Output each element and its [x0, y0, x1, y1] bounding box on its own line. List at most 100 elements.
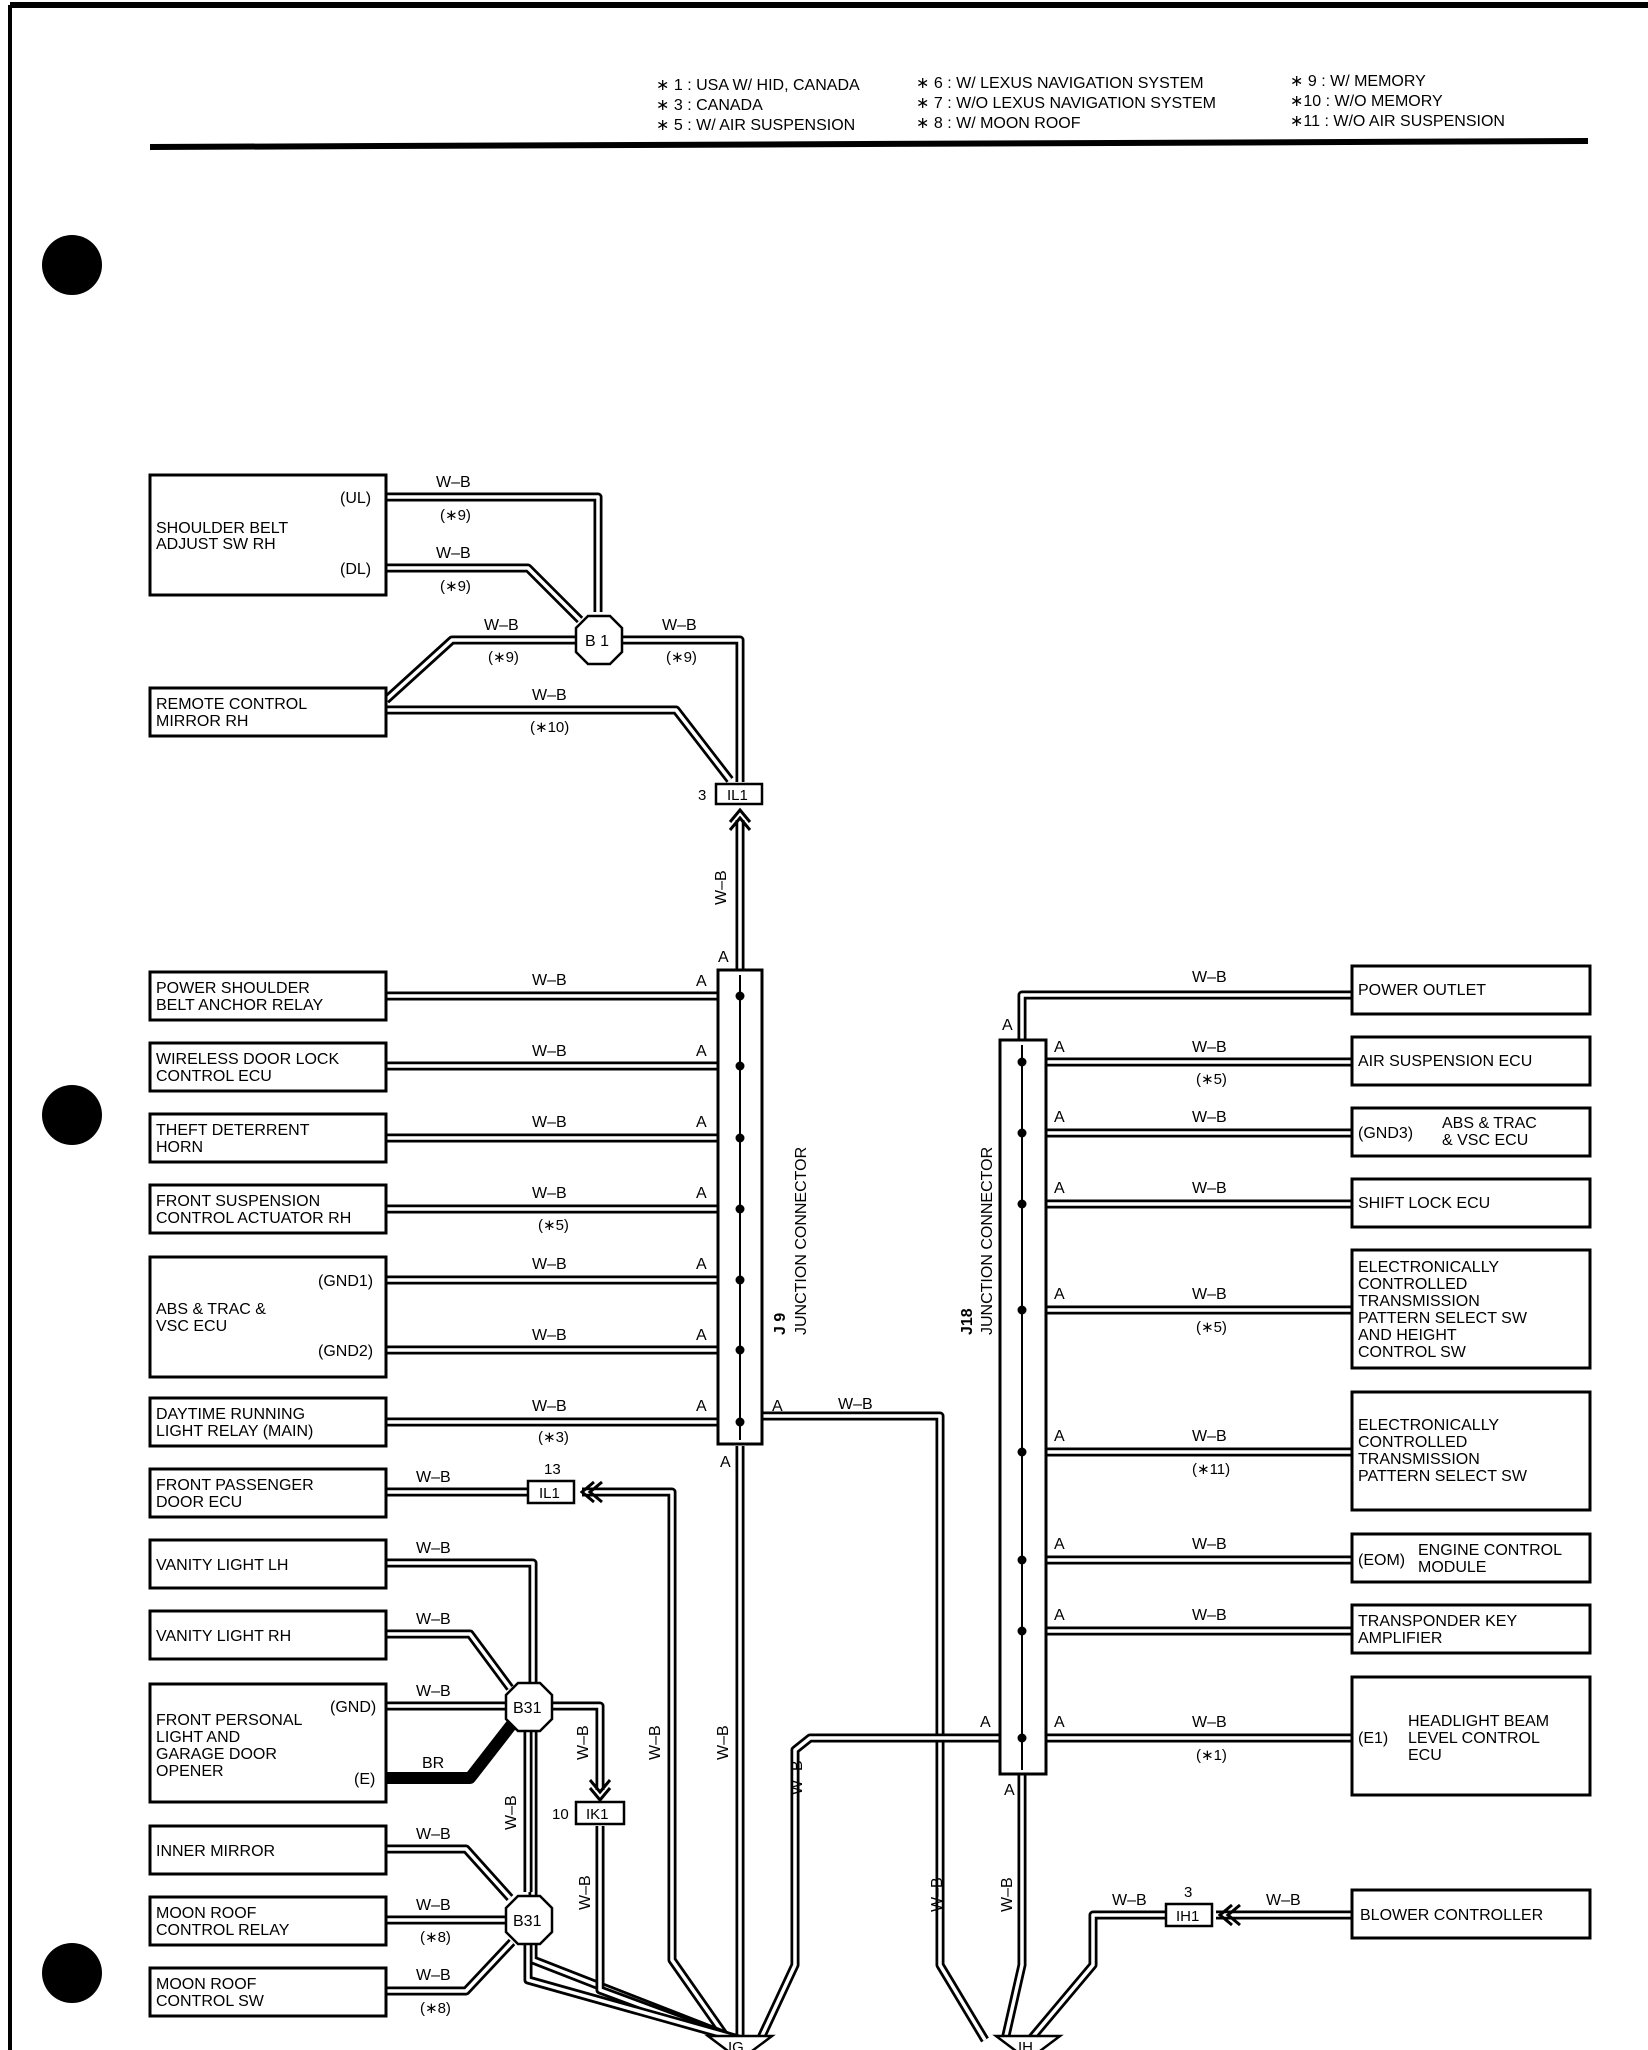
component-label: ECU	[1408, 1747, 1442, 1764]
component-label: DOOR ECU	[156, 1494, 242, 1511]
component-engine-control-module: (EOM) ENGINE CONTROL MODULE	[1350, 1532, 1592, 1584]
pin-label: (EOM)	[1358, 1552, 1405, 1569]
component-vanity-light-lh: VANITY LIGHT LH	[148, 1538, 388, 1590]
component-label: MOON ROOF	[156, 1976, 257, 1993]
condition-label: (∗11)	[1192, 1461, 1230, 1478]
component-abs-trac-vsc-ecu-right: (GND3) ABS & TRAC & VSC ECU	[1350, 1106, 1592, 1158]
wire-label: W–B	[929, 1877, 946, 1912]
wire-label: W–B	[532, 1114, 567, 1131]
component-label: CONTROL SW	[156, 1993, 265, 2010]
component-theft-deterrent-horn: THEFT DETERRENT HORN	[148, 1112, 388, 1164]
component-front-suspension-control-actuator-rh: FRONT SUSPENSION CONTROL ACTUATOR RH	[148, 1183, 388, 1235]
component-label: BELT ANCHOR RELAY	[156, 997, 323, 1014]
wire-label: W–B	[662, 617, 697, 634]
component-label: WIRELESS DOOR LOCK	[156, 1051, 339, 1068]
condition-label: (∗5)	[538, 1217, 569, 1234]
component-label: FRONT SUSPENSION	[156, 1193, 320, 1210]
wire-label: W–B	[1192, 1180, 1227, 1197]
j18-name: JUNCTION CONNECTOR	[979, 1147, 996, 1335]
wire-label: W–B	[999, 1877, 1016, 1912]
wire-label: W–B	[575, 1725, 592, 1760]
notes-legend: ∗ 1 : USA W/ HID, CANADA ∗ 3 : CANADA ∗ …	[656, 73, 1505, 134]
connector-il1-passenger: IL1 13	[526, 1461, 603, 1505]
wire-label: W–B	[789, 1760, 806, 1795]
condition-label: (∗10)	[530, 719, 569, 736]
j9-name: JUNCTION CONNECTOR	[793, 1147, 810, 1335]
wire-label: W–B	[1192, 1428, 1227, 1445]
component-label: MIRROR RH	[156, 713, 248, 730]
component-label: POWER OUTLET	[1358, 982, 1486, 999]
connector-pin: 3	[698, 787, 706, 804]
component-label: THEFT DETERRENT	[156, 1122, 310, 1139]
component-label: BLOWER CONTROLLER	[1360, 1907, 1543, 1924]
component-label: ELECTRONICALLY	[1358, 1259, 1499, 1276]
junction-connector-j9: J 9 JUNCTION CONNECTOR	[716, 968, 810, 1446]
wire-label: W–B	[713, 870, 730, 905]
wire-label: W–B	[532, 1043, 567, 1060]
terminal-a: A	[696, 1114, 707, 1131]
terminal-a: A	[1054, 1109, 1065, 1126]
wire-label: W–B	[1192, 1109, 1227, 1126]
connector-code: IH1	[1176, 1908, 1199, 1925]
terminal-a: A	[980, 1714, 991, 1731]
component-power-outlet: POWER OUTLET	[1350, 964, 1592, 1016]
component-label: ABS & TRAC	[1442, 1115, 1537, 1132]
condition-label: (∗3)	[538, 1429, 569, 1446]
component-label: VANITY LIGHT LH	[156, 1557, 288, 1574]
terminal-a: A	[696, 1185, 707, 1202]
condition-label: (∗9)	[440, 507, 471, 524]
component-shift-lock-ecu: SHIFT LOCK ECU	[1350, 1177, 1592, 1229]
component-label: AND HEIGHT	[1358, 1327, 1457, 1344]
wire-label: W–B	[416, 1897, 451, 1914]
j9-id: J 9	[772, 1313, 789, 1335]
component-remote-control-mirror-rh: REMOTE CONTROL MIRROR RH	[148, 686, 388, 738]
wire-label: W–B	[416, 1683, 451, 1700]
wire-label: W–B	[532, 1256, 567, 1273]
condition-label: (∗8)	[420, 1929, 451, 1946]
component-shoulder-belt-adjust-sw-rh: SHOULDER BELT ADJUST SW RH (UL) (DL)	[148, 473, 388, 597]
wire-label: W–B	[647, 1725, 664, 1760]
ground-ig-label: IG	[728, 2039, 744, 2050]
pin-label: (GND1)	[318, 1273, 373, 1290]
component-label: HEADLIGHT BEAM	[1408, 1713, 1549, 1730]
component-label: MODULE	[1418, 1559, 1486, 1576]
component-label: AMPLIFIER	[1358, 1630, 1442, 1647]
component-power-shoulder-belt-anchor-relay: POWER SHOULDER BELT ANCHOR RELAY	[148, 970, 388, 1022]
binder-hole-middle	[42, 1085, 102, 1145]
component-label: DAYTIME RUNNING	[156, 1406, 305, 1423]
binder-hole-top	[42, 235, 102, 295]
splice-b31-label: B31	[513, 1700, 542, 1717]
terminal-a: A	[1054, 1607, 1065, 1624]
component-label: & VSC ECU	[1442, 1132, 1528, 1149]
component-abs-trac-vsc-ecu-left: ABS & TRAC & VSC ECU (GND1) (GND2)	[148, 1255, 388, 1379]
wire-label: W–B	[1192, 1607, 1227, 1624]
wire-label: W–B	[532, 1185, 567, 1202]
binder-hole-bottom	[42, 1943, 102, 2003]
connector-code: IL1	[539, 1485, 560, 1502]
wire-label: W–B	[1192, 1714, 1227, 1731]
wire-label: W–B	[1192, 1286, 1227, 1303]
component-front-personal-light-garage-door-opener: FRONT PERSONAL LIGHT AND GARAGE DOOR OPE…	[148, 1682, 388, 1804]
connector-il1-top: IL1 3	[698, 782, 764, 831]
terminal-a: A	[718, 949, 729, 966]
component-label: ADJUST SW RH	[156, 536, 276, 553]
wire-label: W–B	[577, 1875, 594, 1910]
terminal-a: A	[1004, 1782, 1015, 1799]
component-label: LIGHT RELAY (MAIN)	[156, 1423, 313, 1440]
component-ect-pattern-select-and-height-control-sw: ELECTRONICALLY CONTROLLED TRANSMISSION P…	[1350, 1248, 1592, 1370]
terminal-labels: A A A A A A A A A A A A A A A A A A A A …	[696, 949, 1065, 1799]
terminal-a: A	[1054, 1039, 1065, 1056]
wire-label: W–B	[416, 1469, 451, 1486]
pin-label: (GND2)	[318, 1343, 373, 1360]
condition-label: (∗8)	[420, 2000, 451, 2017]
condition-label: (∗9)	[488, 649, 519, 666]
component-label: FRONT PASSENGER	[156, 1477, 314, 1494]
component-daytime-running-light-relay: DAYTIME RUNNING LIGHT RELAY (MAIN)	[148, 1396, 388, 1448]
note-5: ∗ 5 : W/ AIR SUSPENSION	[656, 117, 855, 134]
junction-connector-j18: J18 JUNCTION CONNECTOR	[959, 1038, 1048, 1776]
condition-label: (∗1)	[1196, 1747, 1227, 1764]
note-1: ∗ 1 : USA W/ HID, CANADA	[656, 77, 860, 94]
wire-label: W–B	[416, 1611, 451, 1628]
terminal-a: A	[1054, 1428, 1065, 1445]
